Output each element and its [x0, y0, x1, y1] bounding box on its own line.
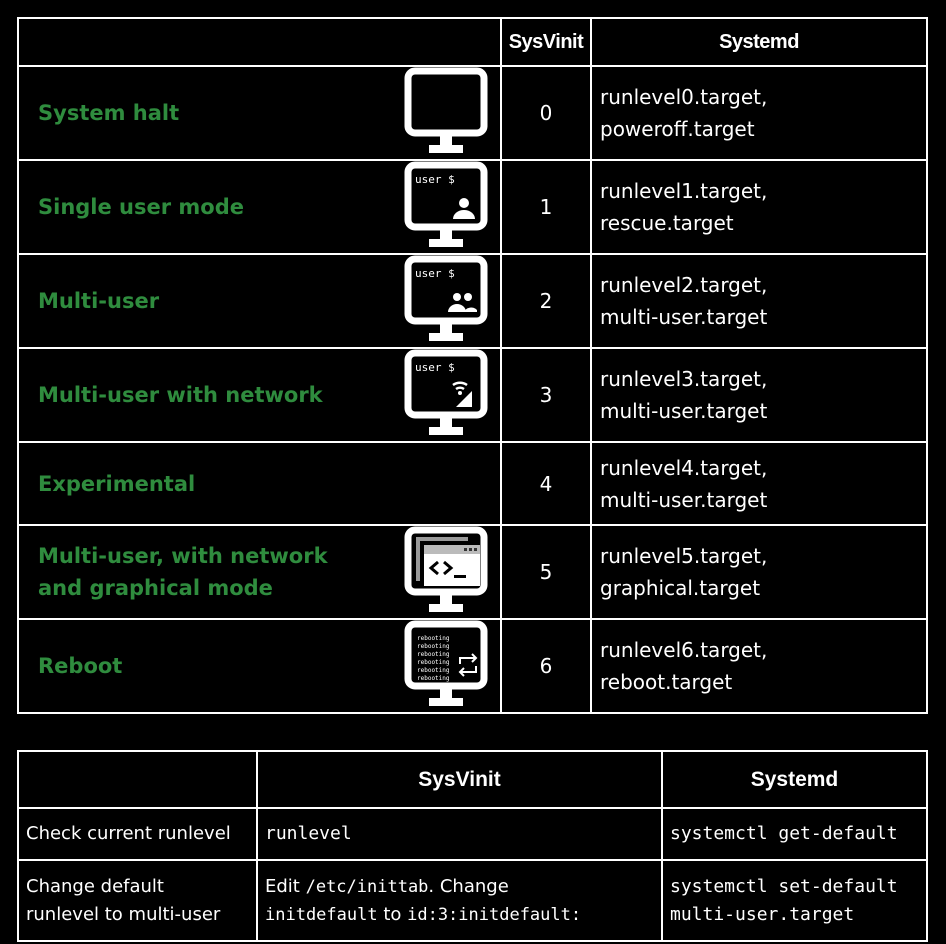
systemd-targets: runlevel1.target,rescue.target [590, 159, 928, 255]
runlevel-name: Reboot [38, 654, 123, 678]
runlevel-name: Multi-user with network [38, 383, 323, 407]
table-header: SysVinit Systemd [17, 17, 928, 67]
table-row: Multi-user with network user $ 3 runleve… [17, 347, 928, 443]
svg-text:user $: user $ [415, 173, 455, 186]
monitor-reboot-icon: rebootingrebootingrebootingrebootingrebo… [404, 620, 488, 706]
systemd-command: systemctl get-default [661, 807, 928, 861]
table-row: Single user mode user $ 1 runlevel1.targ… [17, 159, 928, 255]
sysvinit-level: 2 [500, 253, 592, 349]
header-empty [17, 17, 502, 67]
monitor-graphical-icon [404, 526, 488, 612]
svg-text:rebooting: rebooting [417, 635, 450, 642]
systemd-targets: runlevel6.target,reboot.target [590, 618, 928, 714]
systemd-targets: runlevel3.target,multi-user.target [590, 347, 928, 443]
systemd-targets: runlevel2.target,multi-user.target [590, 253, 928, 349]
svg-text:user $: user $ [415, 267, 455, 280]
monitor-network-icon: user $ [404, 349, 488, 435]
sysvinit-level: 1 [500, 159, 592, 255]
sysvinit-level: 4 [500, 441, 592, 526]
sysvinit-command: runlevel [256, 807, 663, 861]
table-row: Check current runlevel runlevel systemct… [17, 807, 928, 861]
svg-text:rebooting: rebooting [417, 643, 450, 650]
table-row: Multi-user user $ 2 runlevel2.target,mul… [17, 253, 928, 349]
monitor-single-user-icon: user $ [404, 161, 488, 247]
monitor-blank-icon [404, 67, 488, 153]
table-header: SysVinit Systemd [17, 750, 928, 809]
header-empty [17, 750, 258, 809]
task-label: Check current runlevel [17, 807, 258, 861]
runlevel-name: Multi-user [38, 289, 160, 313]
runlevel-table: SysVinit Systemd System halt 0 runlevel0… [17, 17, 928, 714]
sysvinit-level: 5 [500, 524, 592, 620]
sysvinit-level: 3 [500, 347, 592, 443]
runlevel-name: System halt [38, 101, 180, 125]
systemd-targets: runlevel4.target,multi-user.target [590, 441, 928, 526]
sysvinit-level: 0 [500, 65, 592, 161]
sysvinit-level: 6 [500, 618, 592, 714]
svg-text:rebooting: rebooting [417, 659, 450, 666]
table-row: Experimental 4 runlevel4.target,multi-us… [17, 441, 928, 526]
systemd-targets: runlevel0.target,poweroff.target [590, 65, 928, 161]
header-sysvinit: SysVinit [500, 17, 592, 67]
svg-text:user $: user $ [415, 361, 455, 374]
header-systemd: Systemd [590, 17, 928, 67]
svg-text:rebooting: rebooting [417, 667, 450, 674]
runlevel-name: Experimental [38, 471, 196, 496]
commands-table: SysVinit Systemd Check current runlevel … [17, 750, 928, 942]
svg-text:rebooting: rebooting [417, 651, 450, 658]
runlevel-name: Single user mode [38, 195, 245, 219]
svg-text:rebooting: rebooting [417, 675, 450, 682]
table-row: System halt 0 runlevel0.target,poweroff.… [17, 65, 928, 161]
header-systemd: Systemd [661, 750, 928, 809]
monitor-multi-user-icon: user $ [404, 255, 488, 341]
header-sysvinit: SysVinit [256, 750, 663, 809]
systemd-targets: runlevel5.target,graphical.target [590, 524, 928, 620]
